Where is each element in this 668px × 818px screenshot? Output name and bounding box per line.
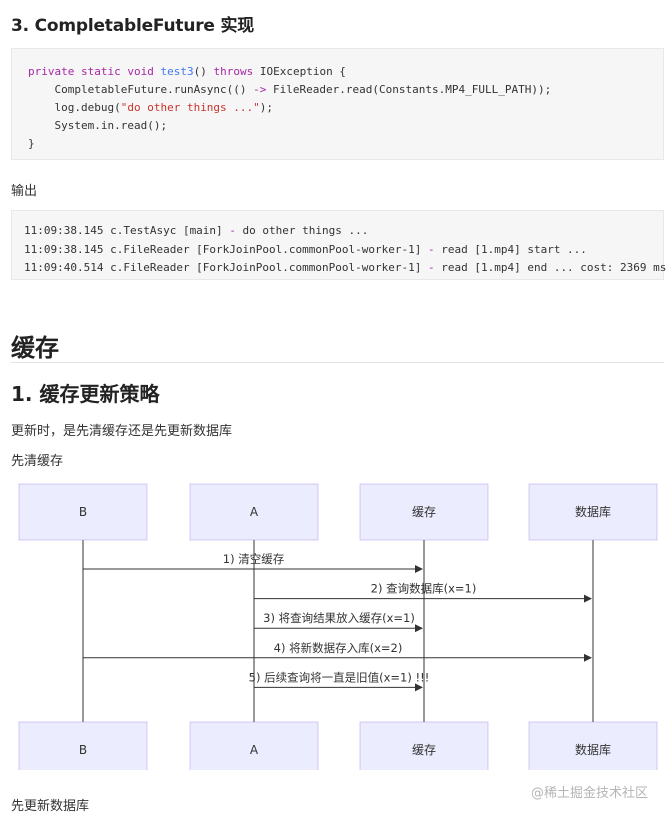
code-line: CompletableFuture.runAsync(() -> FileRea… — [28, 83, 552, 96]
participant-label: B — [79, 743, 87, 757]
second-case-label: 先更新数据库 — [11, 799, 90, 814]
message-label: 5) 后续查询将一直是旧值(x=1) !!! — [249, 670, 430, 684]
code-block: private static void test3() throws IOExc… — [11, 48, 664, 160]
cache-subheading: 1. 缓存更新策略 — [11, 382, 160, 406]
participant-box — [528, 483, 658, 541]
message-label: 1) 清空缓存 — [223, 552, 284, 566]
participant-box-bottom — [189, 721, 319, 770]
participant-box-bottom — [18, 721, 148, 770]
participant-label: B — [79, 505, 87, 519]
code-line: } — [28, 137, 35, 150]
participant-label: A — [250, 505, 259, 519]
output-code-block: 11:09:38.145 c.TestAsyc [main] - do othe… — [11, 210, 667, 280]
code-line: System.in.read(); — [28, 119, 168, 132]
cache-heading: 缓存 — [11, 334, 59, 362]
participant-box-bottom — [359, 721, 489, 770]
participant-box — [18, 483, 148, 541]
heading-divider — [11, 362, 664, 363]
first-case-label: 先清缓存 — [11, 454, 64, 469]
output-content: 11:09:38.145 c.TestAsyc [main] - do othe… — [24, 222, 667, 278]
participant-label: 缓存 — [412, 505, 436, 519]
code-line: private static void test3() throws IOExc… — [28, 65, 346, 78]
message-label: 2) 查询数据库(x=1) — [371, 582, 477, 596]
code-content: private static void test3() throws IOExc… — [28, 63, 647, 153]
participant-label: 缓存 — [412, 743, 436, 757]
participant-box — [359, 483, 489, 541]
code-line: log.debug("do other things ..."); — [28, 101, 274, 114]
participant-label: A — [250, 743, 259, 757]
message-label: 3) 将查询结果放入缓存(x=1) — [263, 611, 415, 625]
participant-label: 数据库 — [575, 504, 611, 519]
question-text: 更新时，是先清缓存还是先更新数据库 — [11, 424, 233, 439]
participant-box-bottom — [528, 721, 658, 770]
code-line: 11:09:38.145 c.FileReader [ForkJoinPool.… — [24, 242, 587, 256]
code-line: 11:09:40.514 c.FileReader [ForkJoinPool.… — [24, 261, 667, 274]
section-title: 3. CompletableFuture 实现 — [11, 16, 255, 36]
code-line: 11:09:38.145 c.TestAsyc [main] - do othe… — [24, 224, 369, 237]
output-label: 输出 — [11, 184, 38, 199]
participant-box — [189, 483, 319, 541]
participant-label: 数据库 — [575, 742, 611, 757]
watermark: @稀土掘金技术社区 — [530, 786, 648, 801]
message-label: 4) 将新数据存入库(x=2) — [274, 641, 403, 655]
